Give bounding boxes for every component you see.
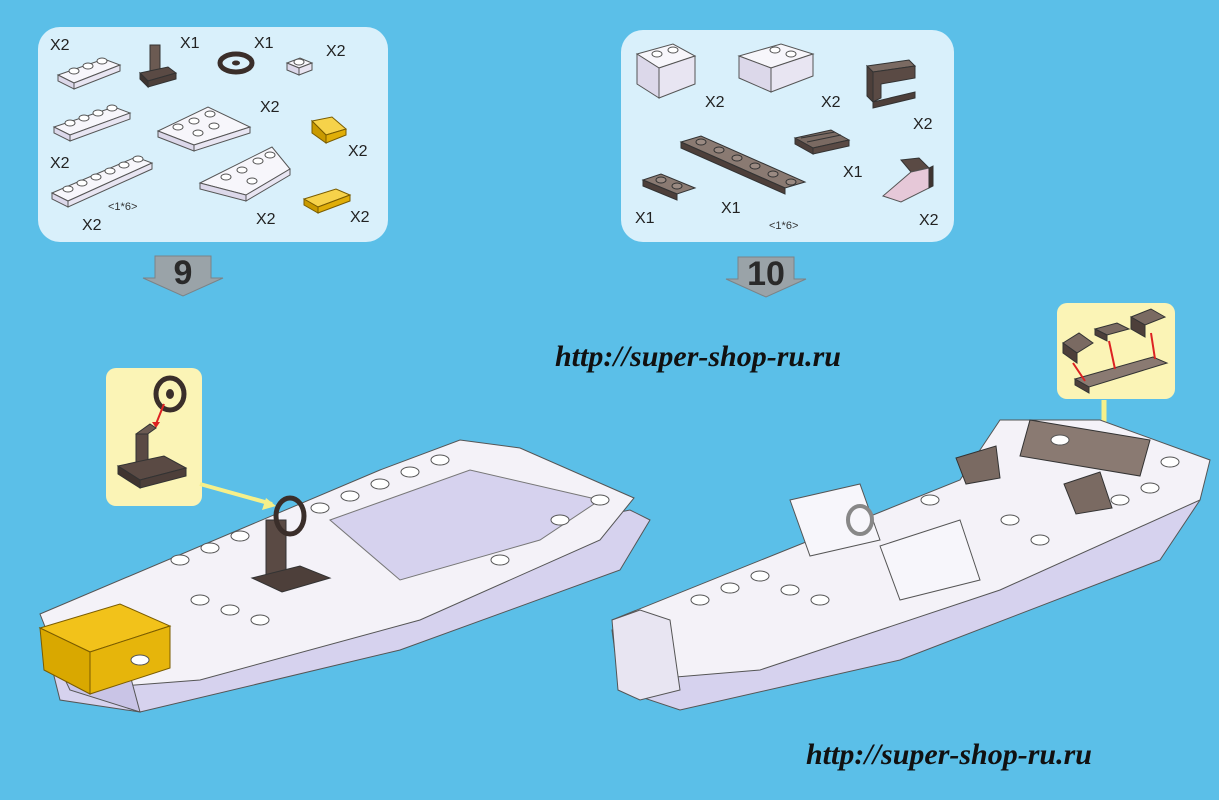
steering-assembly-detail — [116, 375, 188, 489]
qty-label: X2 — [82, 217, 102, 234]
dark-plate-1x2 — [641, 173, 697, 201]
step-number: 10 — [747, 255, 785, 293]
white-slope-brick-left — [635, 43, 697, 99]
dark-grille-tile — [793, 129, 851, 155]
qty-label: X1 — [843, 164, 863, 181]
qty-label: X2 — [821, 94, 841, 111]
white-slope-brick-right — [737, 43, 815, 93]
step-arrow-icon — [142, 255, 224, 297]
step10-detail-callout — [1057, 303, 1175, 399]
qty-label: X2 — [919, 212, 939, 229]
dimension-label: <1*6> — [108, 201, 138, 213]
step-9-badge: 9 — [141, 252, 225, 298]
step-arrow-icon — [725, 256, 807, 298]
dark-steering-stand — [138, 44, 178, 89]
qty-label: X2 — [50, 37, 70, 54]
qty-label: X1 — [254, 35, 274, 52]
qty-label: X2 — [913, 116, 933, 133]
qty-label: X1 — [721, 200, 741, 217]
qty-label: X2 — [326, 43, 346, 60]
dark-slope — [882, 157, 934, 203]
dark-plate-1x6 — [679, 135, 807, 195]
white-plate-1x6 — [50, 155, 154, 208]
yellow-slope — [310, 116, 348, 144]
qty-label: X2 — [348, 143, 368, 160]
watermark-url-top: http://super-shop-ru.ru — [555, 340, 841, 373]
qty-label: X2 — [260, 99, 280, 116]
white-plate-1x4 — [52, 104, 132, 142]
step-10-badge: 10 — [724, 253, 808, 299]
pointer-arrow-icon — [199, 482, 276, 510]
white-plate-1x1 — [285, 57, 314, 76]
qty-label: X2 — [705, 94, 725, 111]
step10-parts-panel: X2 X2 X2 X1 X1 <1*6> X1 — [621, 30, 954, 242]
white-plate-1x3 — [56, 57, 122, 90]
white-wedge-plate-right — [198, 146, 291, 202]
white-wedge-plate — [156, 106, 252, 152]
qty-label: X1 — [635, 210, 655, 227]
seat-assembly-detail — [1062, 308, 1169, 394]
boat-model-step10 — [611, 419, 1211, 711]
watermark-url-bottom: http://super-shop-ru.ru — [806, 738, 1092, 771]
step9-parts-panel: X2 X1 X1 X2 X2 X2 — [38, 27, 388, 242]
boat-model-step9 — [38, 439, 651, 713]
qty-label: X2 — [50, 155, 70, 172]
step9-detail-callout — [106, 368, 202, 506]
yellow-tile — [302, 188, 352, 214]
qty-label: X1 — [180, 35, 200, 52]
dimension-label: <1*6> — [769, 220, 799, 232]
qty-label: X2 — [256, 211, 276, 228]
qty-label: X2 — [350, 209, 370, 226]
step-number: 9 — [173, 254, 193, 292]
dark-steering-wheel — [217, 51, 255, 75]
dark-seat — [865, 59, 917, 109]
